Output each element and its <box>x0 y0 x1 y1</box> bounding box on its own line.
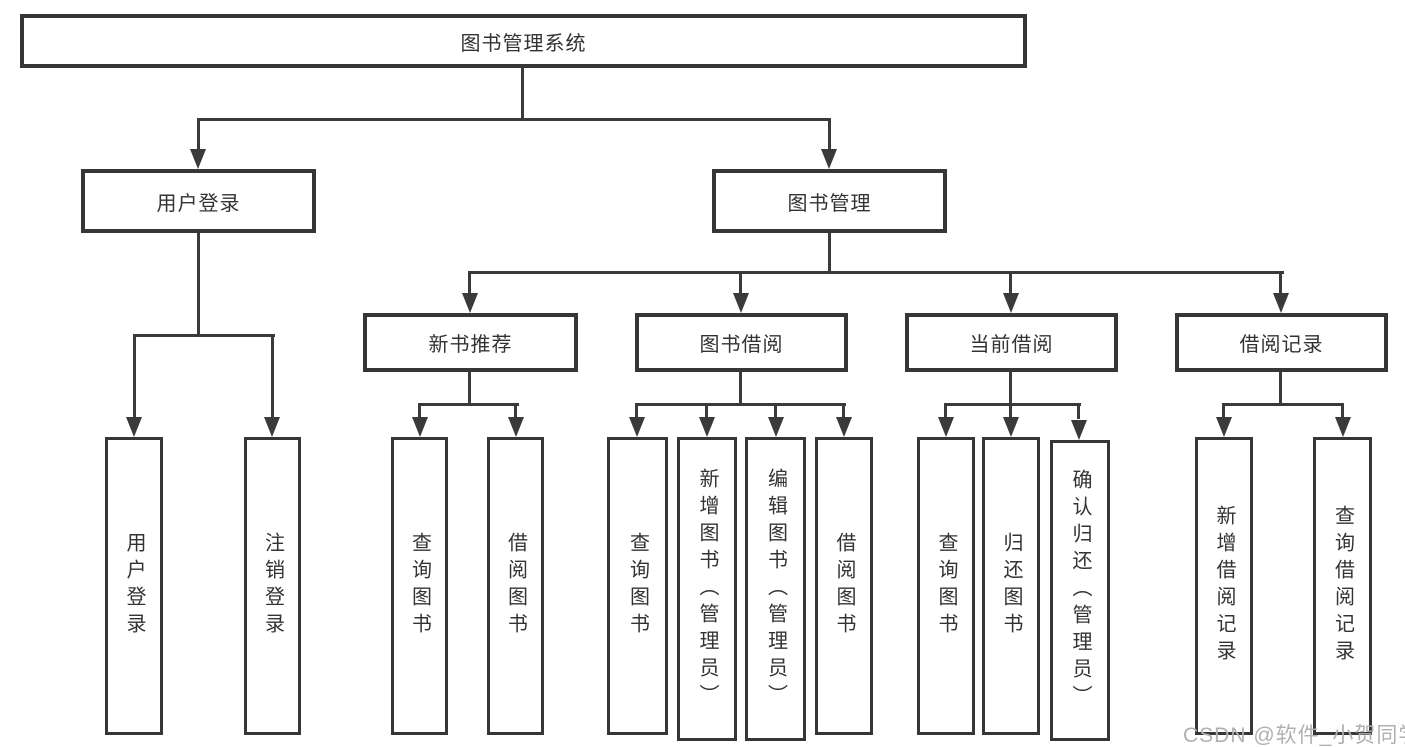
node-new-book-recommend: 新书推荐 <box>363 313 578 372</box>
connector-line <box>1009 372 1012 406</box>
arrow-down-icon <box>836 417 852 437</box>
connector-line <box>636 403 846 406</box>
leaf-user-login: 用户登录 <box>105 437 163 735</box>
arrow-down-icon <box>1335 417 1351 437</box>
connector-line <box>197 233 200 337</box>
leaf-confirm-return-admin: 确认归还（管理员） <box>1050 440 1110 741</box>
arrow-down-icon <box>412 417 428 437</box>
connector-line <box>197 118 831 121</box>
node-user-login: 用户登录 <box>81 169 316 233</box>
connector-line <box>1077 403 1080 419</box>
arrow-down-icon <box>768 417 784 437</box>
leaf-add-books-admin: 新增图书（管理员） <box>677 437 737 741</box>
leaf-borrow-books: 借阅图书 <box>487 437 544 735</box>
arrow-down-icon <box>938 417 954 437</box>
arrow-down-icon <box>821 149 837 169</box>
arrow-down-icon <box>1273 293 1289 313</box>
connector-line <box>1009 403 1012 419</box>
connector-line <box>468 372 471 406</box>
connector-line <box>774 403 777 419</box>
node-book-management: 图书管理 <box>712 169 947 233</box>
arrow-down-icon <box>508 417 524 437</box>
arrow-down-icon <box>629 417 645 437</box>
connector-line <box>739 271 742 296</box>
arrow-down-icon <box>733 293 749 313</box>
connector-line <box>944 403 947 419</box>
connector-line <box>635 403 638 419</box>
leaf-borrow-books: 借阅图书 <box>815 437 873 735</box>
connector-line <box>521 68 524 121</box>
leaf-query-books: 查询图书 <box>391 437 448 735</box>
arrow-down-icon <box>126 417 142 437</box>
connector-line <box>468 271 471 296</box>
connector-line <box>197 118 200 150</box>
connector-line <box>705 403 708 419</box>
watermark: CSDN @软件_小贺同学 <box>1183 724 1405 747</box>
node-borrow-records: 借阅记录 <box>1175 313 1388 372</box>
connector-line <box>468 271 1284 274</box>
connector-line <box>828 233 831 274</box>
connector-line <box>418 403 519 406</box>
connector-line <box>514 403 517 419</box>
connector-line <box>1279 372 1282 406</box>
connector-line <box>1279 271 1282 296</box>
arrow-down-icon <box>1216 417 1232 437</box>
leaf-add-borrow-record: 新增借阅记录 <box>1195 437 1253 735</box>
connector-line <box>828 118 831 150</box>
connector-line <box>1341 403 1344 419</box>
arrow-down-icon <box>1003 293 1019 313</box>
connector-line <box>842 403 845 419</box>
arrow-down-icon <box>264 417 280 437</box>
arrow-down-icon <box>1071 420 1087 440</box>
arrow-down-icon <box>190 149 206 169</box>
node-book-borrow: 图书借阅 <box>635 313 848 372</box>
connector-line <box>1222 403 1225 419</box>
connector-line <box>1009 271 1012 296</box>
leaf-query-books: 查询图书 <box>607 437 668 735</box>
leaf-return-books: 归还图书 <box>982 437 1040 735</box>
connector-line <box>1222 403 1344 406</box>
node-root: 图书管理系统 <box>20 14 1027 68</box>
arrow-down-icon <box>1003 417 1019 437</box>
connector-line <box>418 403 421 419</box>
node-current-borrow: 当前借阅 <box>905 313 1118 372</box>
connector-line <box>133 334 275 337</box>
leaf-query-borrow-record: 查询借阅记录 <box>1313 437 1372 735</box>
arrow-down-icon <box>462 293 478 313</box>
leaf-edit-books-admin: 编辑图书（管理员） <box>745 437 806 741</box>
leaf-logout: 注销登录 <box>244 437 301 735</box>
leaf-query-books: 查询图书 <box>917 437 975 735</box>
connector-line <box>739 372 742 406</box>
connector-line <box>133 334 136 419</box>
arrow-down-icon <box>699 417 715 437</box>
connector-line <box>271 334 274 419</box>
connector-line <box>944 403 1081 406</box>
